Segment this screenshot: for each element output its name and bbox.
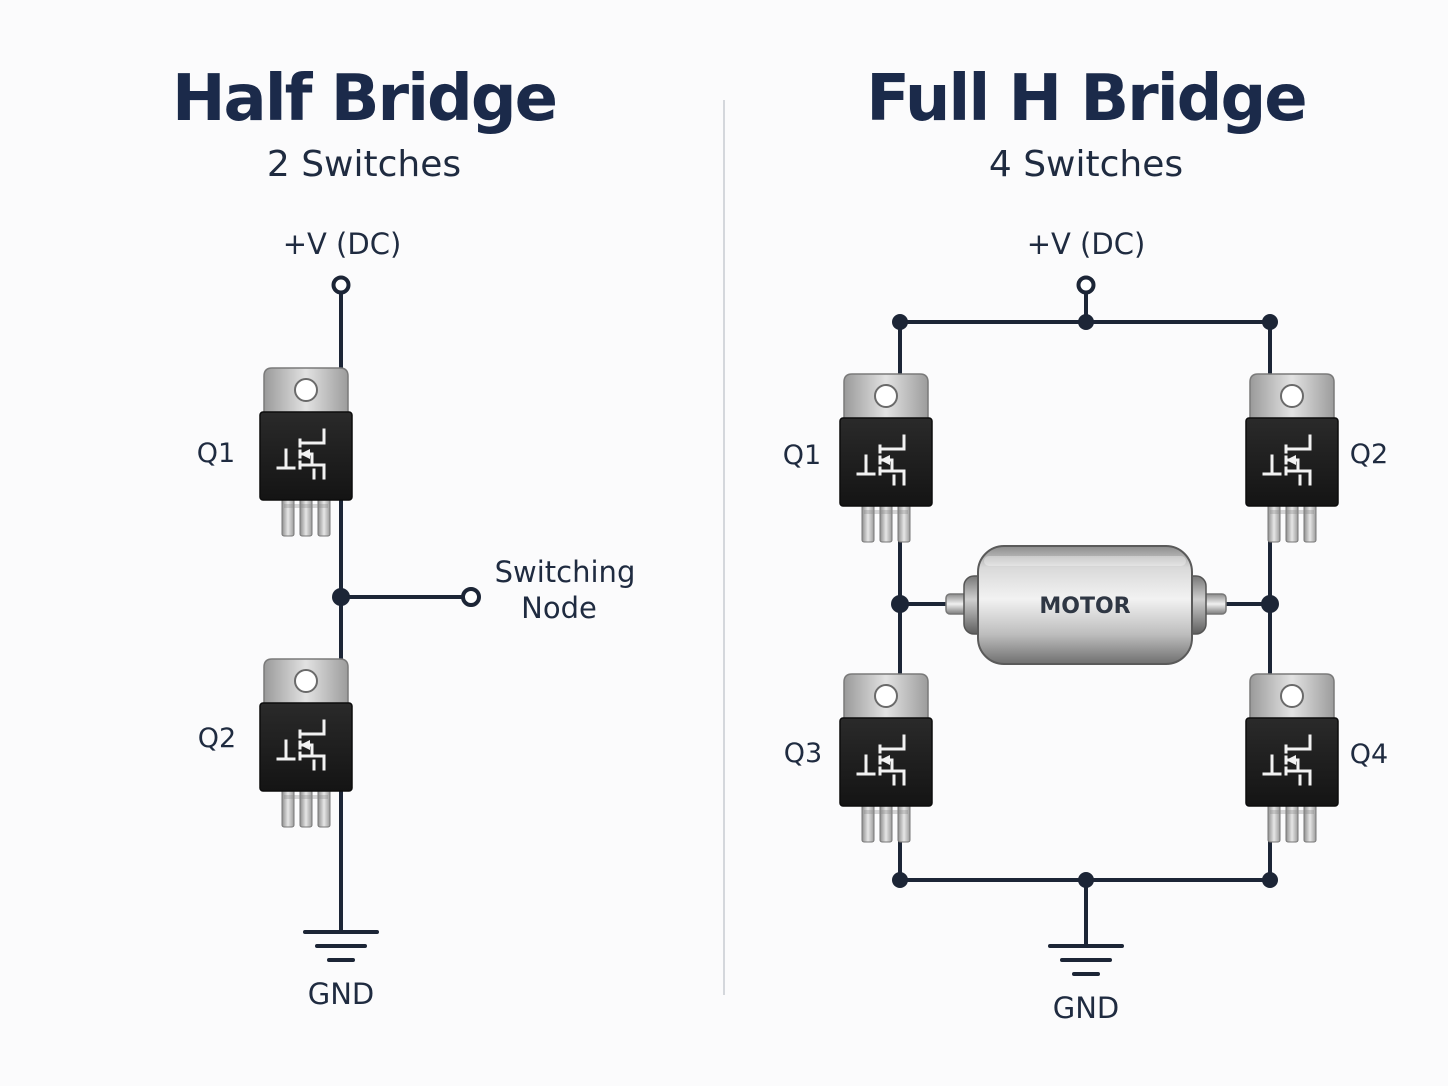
- motor-icon: MOTOR: [945, 545, 1227, 665]
- junction-top-left: [892, 314, 908, 330]
- full-bridge-q2-mosfet-icon: [1244, 372, 1340, 544]
- switching-node-junction: [332, 588, 350, 606]
- full-bridge-title: Full H Bridge: [866, 62, 1305, 136]
- full-bridge-supply-label: +V (DC): [1027, 227, 1146, 261]
- full-bridge-q1-mosfet-icon: [838, 372, 934, 544]
- junction-mid-left: [891, 595, 909, 613]
- half-bridge-ground-label: GND: [308, 977, 375, 1011]
- full-bridge-panel: Full H Bridge 4 Switches +V (DC) Q1 Q2 Q…: [783, 62, 1388, 1025]
- switching-node-terminal-icon: [461, 587, 481, 607]
- motor-label: MOTOR: [1039, 594, 1130, 619]
- full-bridge-q2-label: Q2: [1350, 439, 1388, 470]
- full-bridge-subtitle: 4 Switches: [989, 144, 1183, 185]
- full-bridge-q1-label: Q1: [783, 440, 821, 471]
- junction-bottom-center: [1078, 872, 1094, 888]
- switching-node-label-line2: Node: [521, 591, 597, 625]
- junction-bottom-right: [1262, 872, 1278, 888]
- switching-node-label-line1: Switching: [495, 555, 636, 589]
- half-bridge-q1-mosfet-icon: [258, 366, 354, 538]
- junction-mid-right: [1261, 595, 1279, 613]
- supply-terminal-icon: [331, 275, 351, 295]
- half-bridge-supply-label: +V (DC): [283, 227, 402, 261]
- full-bridge-q4-label: Q4: [1350, 739, 1388, 770]
- half-bridge-ground-symbol: [303, 930, 379, 962]
- half-bridge-q1-label: Q1: [197, 438, 235, 469]
- full-bridge-q3-label: Q3: [784, 738, 822, 769]
- half-bridge-q2-mosfet-icon: [258, 657, 354, 829]
- half-bridge-subtitle: 2 Switches: [267, 144, 461, 185]
- junction-bottom-left: [892, 872, 908, 888]
- full-bridge-ground-symbol: [1048, 944, 1124, 976]
- full-bridge-q4-mosfet-icon: [1244, 672, 1340, 844]
- junction-top-right: [1262, 314, 1278, 330]
- full-bridge-ground-label: GND: [1053, 991, 1120, 1025]
- half-bridge-q2-label: Q2: [198, 723, 236, 754]
- junction-top-center: [1078, 314, 1094, 330]
- half-bridge-title: Half Bridge: [172, 62, 556, 136]
- full-bridge-q3-mosfet-icon: [838, 672, 934, 844]
- half-bridge-panel: Half Bridge 2 Switches +V (DC) Q1 Q2 Swi…: [172, 62, 635, 1011]
- full-bridge-supply-terminal-icon: [1076, 275, 1096, 295]
